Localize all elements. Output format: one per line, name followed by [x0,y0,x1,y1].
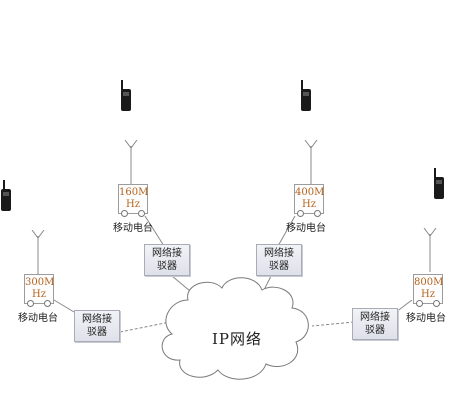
antenna-icon [423,228,437,272]
network-gateway: 网络接 驳器 [144,244,190,276]
walkie-talkie-icon [121,80,131,111]
station-frequency: 400M [295,187,325,198]
station-unit: Hz [421,289,435,300]
station-800m: 800M Hz [413,274,444,307]
station-frequency: 800M [414,277,444,288]
station-frequency: 300M [25,277,55,288]
network-gateway: 网络接 驳器 [352,308,398,340]
station-label-400m: 移动电台 [286,223,326,234]
gateway-label-line2: 驳器 [87,327,107,338]
ip-network-label: IP网络 [212,330,263,348]
gateway-label-line1: 网络接 [82,314,112,325]
link-300-gateway [53,299,75,313]
gateway-label-line1: 网络接 [264,248,294,259]
gateway-label-line1: 网络接 [152,248,182,259]
antenna-icon [31,230,45,274]
gateway-label-line2: 驳器 [157,261,177,272]
station-300m: 300M Hz [24,274,55,307]
walkie-talkie-icon [1,180,11,211]
station-unit: Hz [302,199,316,210]
ip-network-cloud [161,277,309,380]
gateway-label-line1: 网络接 [360,312,390,323]
gateway-label-line2: 驳器 [365,325,385,336]
station-unit: Hz [126,199,140,210]
link-gw800-cloud [311,321,355,327]
link-gw300-cloud [119,321,171,333]
network-gateway: 网络接 驳器 [256,244,302,276]
walkie-talkie-icon [301,80,311,111]
link-800-gateway [395,299,413,313]
network-gateway: 网络接 驳器 [74,310,120,342]
station-label-160m: 移动电台 [113,223,153,234]
antenna-icon [304,140,318,184]
station-400m: 400M Hz [294,184,325,217]
station-label-300m: 移动电台 [18,313,58,324]
antenna-icon [124,140,138,184]
station-label-800m: 移动电台 [406,313,446,324]
link-400-gateway [277,215,296,247]
gateway-label-line2: 驳器 [269,261,289,272]
station-unit: Hz [32,289,46,300]
station-160m: 160M Hz [118,184,149,217]
station-frequency: 160M [119,187,149,198]
link-160-gateway [144,215,165,247]
walkie-talkie-icon [434,168,444,199]
